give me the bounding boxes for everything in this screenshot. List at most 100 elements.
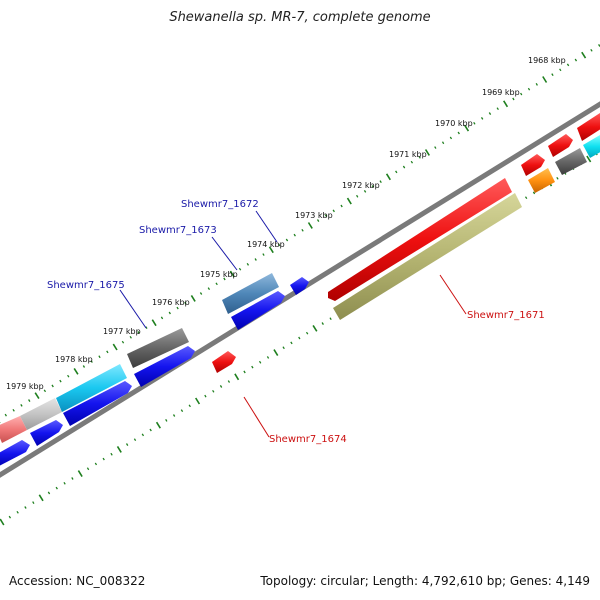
label-leaders bbox=[119, 210, 467, 438]
forward-genes-inner bbox=[0, 277, 309, 466]
ruler-tick bbox=[346, 197, 352, 205]
ruler-tick bbox=[496, 107, 499, 111]
ruler-tick bbox=[184, 301, 187, 305]
tick-label-1971: 1971 kbp bbox=[389, 150, 427, 159]
ruler-tick bbox=[141, 433, 145, 437]
tick-label-1978: 1978 kbp bbox=[55, 355, 93, 364]
ruler-tick bbox=[285, 238, 289, 242]
ruler-tick bbox=[112, 343, 118, 351]
ruler-tick bbox=[207, 287, 211, 291]
tick-labels: 1968 kbp 1969 kbp 1970 kbp 1971 kbp 1972… bbox=[6, 56, 566, 391]
ruler-tick bbox=[199, 292, 203, 295]
ruler-tick bbox=[195, 397, 201, 405]
map-title: Shewanella sp. MR-7, complete genome bbox=[169, 10, 431, 25]
ruler-tick bbox=[4, 413, 7, 417]
ruler-tick bbox=[47, 491, 51, 495]
ruler-tick bbox=[116, 445, 122, 453]
gene-shewmr7-1672 bbox=[290, 277, 309, 295]
ruler-tick bbox=[160, 316, 164, 320]
leader-1672 bbox=[255, 210, 278, 243]
tick-label-1973: 1973 kbp bbox=[295, 211, 333, 220]
gene-label-1672: Shewmr7_1672 bbox=[181, 199, 259, 210]
ruler-tick bbox=[204, 394, 207, 398]
ruler-tick bbox=[151, 319, 157, 327]
ruler-tick bbox=[63, 481, 66, 485]
ruler-tick bbox=[434, 146, 437, 149]
ruler-tick bbox=[212, 389, 215, 393]
ruler-tick bbox=[73, 367, 79, 375]
ruler-tick bbox=[535, 82, 538, 86]
gene-blue-arrow-1 bbox=[0, 440, 30, 466]
ruler-tick bbox=[12, 408, 15, 412]
ruler-tick bbox=[321, 322, 324, 325]
ruler-tick bbox=[215, 282, 218, 286]
ruler-tick bbox=[556, 176, 559, 180]
outer-ruler bbox=[0, 44, 600, 423]
ruler-tick bbox=[324, 214, 328, 218]
ruler-tick bbox=[168, 311, 171, 315]
leader-1674 bbox=[243, 396, 270, 438]
gene-label-1675: Shewmr7_1675 bbox=[47, 280, 125, 291]
ruler-tick bbox=[559, 68, 562, 72]
tick-label-1969: 1969 kbp bbox=[482, 88, 520, 97]
ruler-tick bbox=[363, 190, 367, 193]
ruler-tick bbox=[298, 336, 301, 340]
ruler-tick bbox=[574, 58, 578, 62]
ruler-tick bbox=[332, 209, 335, 213]
ruler-tick bbox=[418, 155, 421, 159]
ruler-tick bbox=[82, 365, 86, 368]
ruler-tick bbox=[155, 421, 161, 429]
ruler-tick bbox=[51, 384, 54, 388]
tick-label-1970: 1970 kbp bbox=[435, 119, 473, 128]
tick-label-1974: 1974 kbp bbox=[247, 240, 285, 249]
ruler-tick bbox=[28, 399, 31, 402]
ruler-tick bbox=[277, 243, 281, 247]
gene-shewmr7-1673 bbox=[222, 273, 279, 314]
ruler-tick bbox=[190, 294, 196, 302]
tick-label-1968: 1968 kbp bbox=[528, 56, 566, 65]
ruler-tick bbox=[172, 414, 176, 417]
ruler-tick bbox=[512, 97, 515, 101]
ruler-tick bbox=[268, 246, 274, 254]
ruler-tick bbox=[98, 355, 101, 359]
gene-label-1673: Shewmr7_1673 bbox=[139, 225, 217, 236]
ruler-tick bbox=[395, 170, 398, 174]
leader-1671 bbox=[439, 274, 467, 315]
ruler-tick bbox=[293, 233, 296, 237]
ruler-tick bbox=[38, 494, 44, 502]
ruler-tick bbox=[0, 518, 5, 526]
leader-1673 bbox=[211, 236, 238, 271]
ruler-tick bbox=[290, 341, 293, 345]
ruler-tick bbox=[566, 63, 570, 67]
tick-label-1975: 1975 kbp bbox=[200, 270, 238, 279]
ruler-tick bbox=[503, 100, 509, 108]
ruler-tick bbox=[24, 506, 27, 509]
ruler-tick bbox=[129, 335, 132, 339]
ruler-tick bbox=[542, 76, 548, 83]
ruler-tick bbox=[590, 48, 593, 52]
ruler-tick bbox=[149, 428, 152, 432]
gene-pink bbox=[0, 416, 27, 443]
ruler-tick bbox=[457, 131, 460, 135]
ruler-tick bbox=[524, 196, 528, 200]
ruler-tick bbox=[480, 117, 484, 120]
reverse-genes bbox=[212, 113, 600, 373]
tick-label-1979: 1979 kbp bbox=[6, 382, 44, 391]
accession-text: Accession: NC_008322 bbox=[9, 574, 146, 588]
ruler-tick bbox=[464, 124, 470, 132]
ruler-tick bbox=[307, 222, 313, 229]
leader-1675 bbox=[119, 289, 147, 329]
ruler-tick bbox=[121, 340, 125, 344]
gene-blue-arrow-2 bbox=[30, 420, 63, 446]
gene-red-small-3 bbox=[577, 113, 600, 141]
ruler-tick bbox=[55, 486, 58, 490]
ruler-tick bbox=[246, 262, 250, 266]
ruler-tick bbox=[329, 317, 332, 321]
ruler-tick bbox=[133, 438, 137, 442]
ruler-tick bbox=[532, 191, 536, 195]
ruler-tick bbox=[67, 374, 70, 378]
ruler-tick bbox=[145, 326, 148, 329]
ruler-tick bbox=[581, 51, 587, 59]
gene-label-1671: Shewmr7_1671 bbox=[467, 310, 545, 321]
ruler-tick bbox=[180, 409, 184, 413]
